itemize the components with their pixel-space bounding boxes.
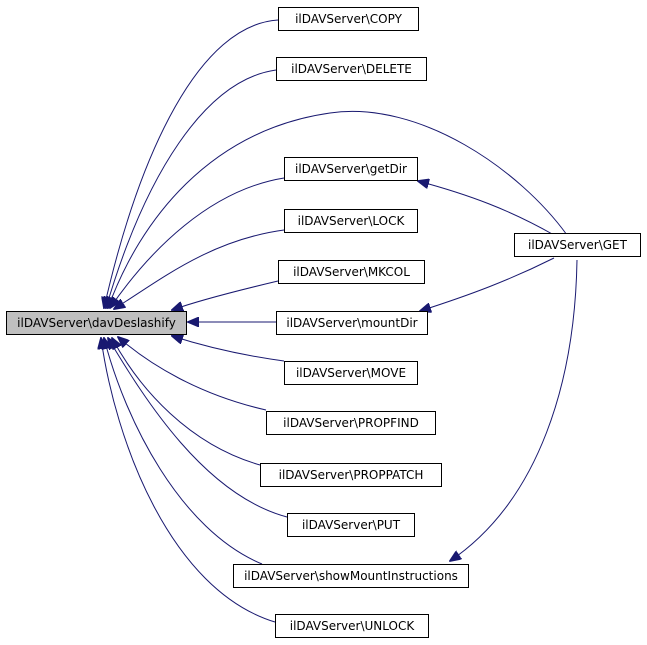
edge-delete-to-davdeslashify [106,69,277,308]
edge-propfind-to-davdeslashify [118,337,267,411]
edge-put-to-davdeslashify [108,338,288,518]
node-delete[interactable]: ilDAVServer\DELETE [276,57,427,81]
node-lock[interactable]: ilDAVServer\LOCK [284,209,418,233]
edge-copy-to-davdeslashify [104,19,279,308]
node-mkcol[interactable]: ilDAVServer\MKCOL [278,260,425,284]
node-copy[interactable]: ilDAVServer\COPY [278,7,419,31]
edge-get-to-davdeslashify [108,111,568,308]
edge-get-to-getdir [418,181,555,236]
node-getdir[interactable]: ilDAVServer\getDir [284,157,418,181]
edge-proppatch-to-davdeslashify [112,338,261,466]
node-showmountinstructions[interactable]: ilDAVServer\showMountInstructions [233,564,469,588]
node-proppatch[interactable]: ilDAVServer\PROPPATCH [260,463,442,487]
node-mountdir[interactable]: ilDAVServer\mountDir [276,311,428,335]
edge-showmount-to-davdeslashify [104,338,263,565]
node-get[interactable]: ilDAVServer\GET [514,233,641,257]
node-move[interactable]: ilDAVServer\MOVE [284,361,418,385]
node-propfind[interactable]: ilDAVServer\PROPFIND [266,411,436,435]
edge-lock-to-davdeslashify [114,229,285,309]
edge-getdir-to-davdeslashify [110,177,285,308]
node-unlock[interactable]: ilDAVServer\UNLOCK [275,614,429,638]
edge-mkcol-to-davdeslashify [172,280,279,310]
edge-move-to-davdeslashify [172,336,285,362]
node-put[interactable]: ilDAVServer\PUT [287,513,415,537]
edge-unlock-to-davdeslashify [101,338,276,623]
edge-get-to-mountdir [420,257,555,311]
edge-get-to-showmount [450,259,578,561]
node-davdeslashify: ilDAVServer\davDeslashify [6,311,187,335]
